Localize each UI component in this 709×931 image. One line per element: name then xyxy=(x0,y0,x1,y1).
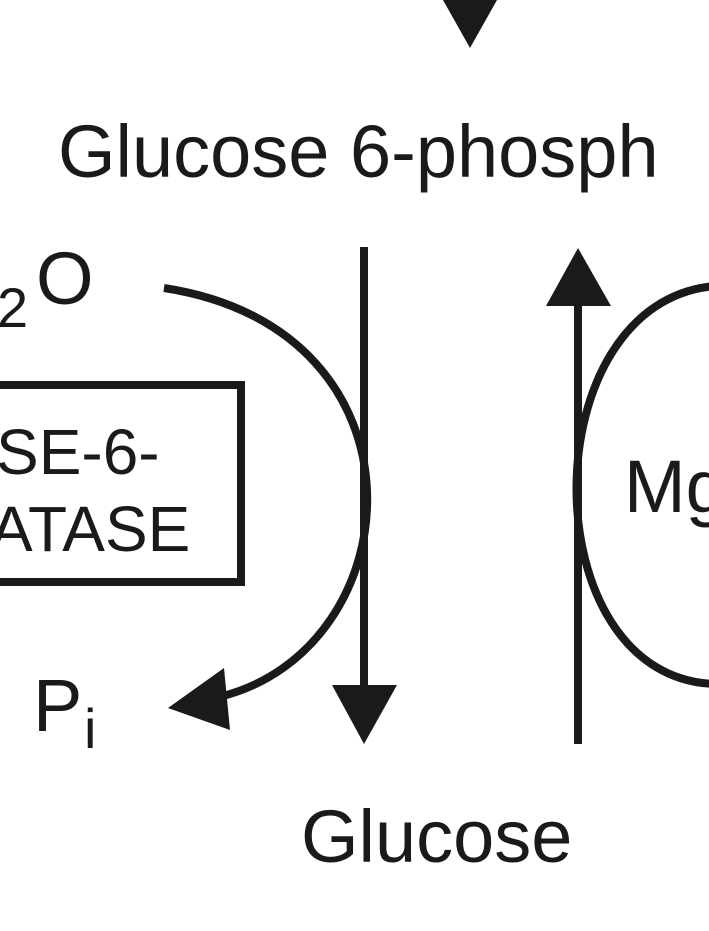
water-subscript: 2 xyxy=(0,276,28,339)
enzyme-label-line2: ATASE xyxy=(0,493,190,565)
phosphate-label: P i xyxy=(33,664,96,760)
magnesium-label: Mg xyxy=(624,445,709,528)
water-main: O xyxy=(36,237,94,320)
enzyme-label-line1: SE-6- xyxy=(0,416,160,488)
glucose-label: Glucose xyxy=(301,795,572,878)
phosphorylation-arc xyxy=(572,282,709,688)
hydrolysis-arc xyxy=(163,284,372,701)
phosphate-subscript: i xyxy=(84,697,96,760)
glucose-6-phosphate-label: Glucose 6-phosph xyxy=(58,110,659,193)
up-arrowhead xyxy=(546,248,611,306)
enzyme-box xyxy=(0,381,245,586)
phosphate-out-arrowhead xyxy=(168,668,230,730)
down-arrowhead xyxy=(332,685,397,744)
water-label: 2 O xyxy=(0,237,94,339)
incoming-arrowhead xyxy=(443,0,497,48)
phosphate-main: P xyxy=(33,664,82,747)
